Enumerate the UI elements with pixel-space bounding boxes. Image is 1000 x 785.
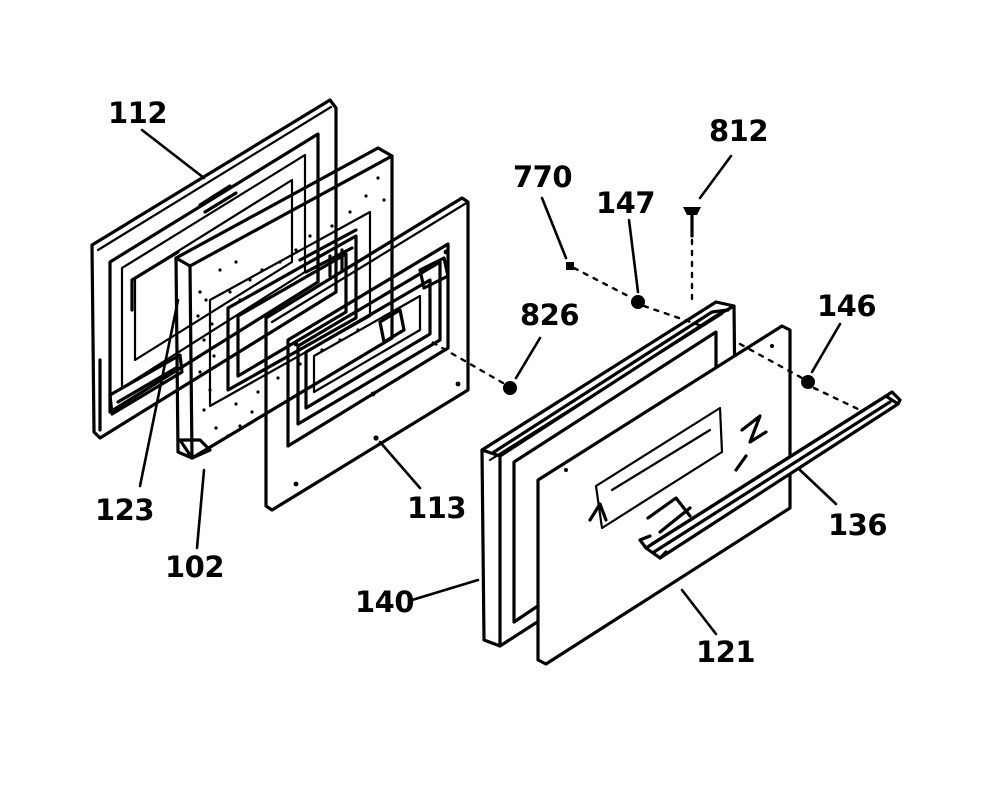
part-113-window-frame [264,196,470,512]
callout-147: 147 [596,186,655,220]
part-812-screw [683,207,701,308]
leader-lines [138,128,842,636]
insulation-stipple [196,176,386,438]
part-136-handle [638,390,902,560]
callout-labels: 112 123 102 113 826 770 147 812 146 136 … [95,96,888,669]
part-147-screw [631,295,704,328]
callout-146: 146 [817,289,876,323]
part-121-outer-glass [536,324,792,666]
callout-102: 102 [165,550,224,584]
callout-136: 136 [828,508,887,542]
callout-121: 121 [696,635,755,669]
callout-113: 113 [407,491,466,525]
callout-812: 812 [709,114,768,148]
part-146-screw [738,342,862,412]
callout-770: 770 [513,160,572,194]
callout-140: 140 [355,585,414,619]
callout-123: 123 [95,493,154,527]
part-770-clip [566,262,634,300]
callout-112: 112 [108,96,167,130]
callout-826: 826 [520,298,579,332]
part-826-screw [430,340,517,395]
